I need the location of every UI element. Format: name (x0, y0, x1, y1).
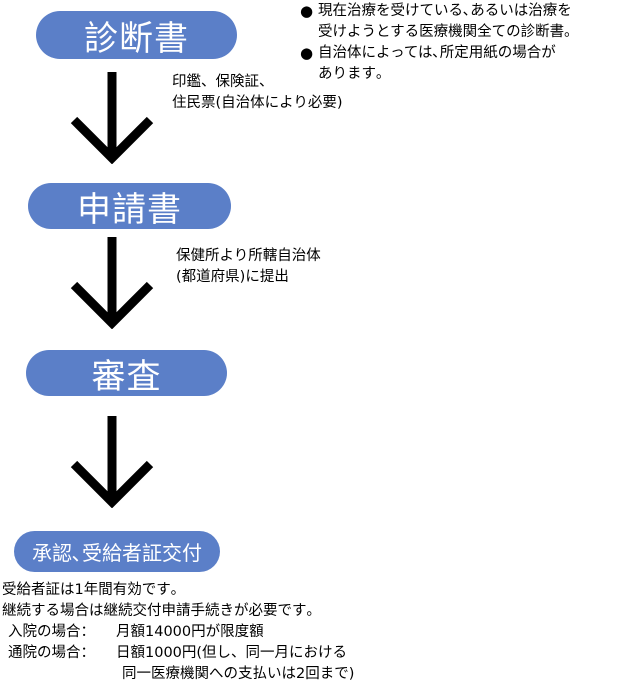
note-line: 住民票(自治体により必要) (172, 95, 343, 111)
inpatient-label: 入院の場合： (8, 624, 95, 640)
bullet-icon: ● (300, 44, 314, 62)
step-label: 審査 (91, 356, 162, 397)
submission-note: 保健所より所轄自治体 (都道府県)に提出 (176, 246, 321, 288)
note-line: 受けようとする医療機関全ての診断書｡ (318, 24, 572, 40)
inpatient-row: 入院の場合： 月額14000円が限度額 (2, 622, 354, 643)
outpatient-label: 通院の場合： (8, 645, 95, 661)
step-pill-application: 申請書 (28, 183, 231, 230)
info-line: 継続する場合は継続交付申請手続きが必要です｡ (2, 603, 314, 619)
note-line: 印鑑、保険証、 (172, 74, 274, 90)
note-line: 自治体によっては､所定用紙の場合が (318, 45, 556, 61)
step-label: 診断書 (84, 18, 189, 59)
bullet-icon: ● (300, 2, 314, 20)
step-pill-review: 審査 (26, 350, 227, 397)
info-line: 受給者証は1年間有効です｡ (2, 582, 178, 598)
certificate-info: 受給者証は1年間有効です｡ 継続する場合は継続交付申請手続きが必要です｡ 入院の… (2, 580, 354, 685)
note-line: あります｡ (318, 66, 384, 82)
inpatient-value: 月額14000円が限度額 (116, 624, 264, 640)
note-item: ● 自治体によっては､所定用紙の場合が あります｡ (300, 43, 572, 85)
note-line: 現在治療を受けている､あるいは治療を (318, 3, 572, 19)
outpatient-value: 日額1000円(但し、同一月における (116, 645, 348, 661)
step-label: 申請書 (77, 189, 182, 230)
outpatient-row: 通院の場合： 日額1000円(但し、同一月における (2, 643, 354, 664)
down-arrow-icon (70, 237, 154, 329)
down-arrow-icon (70, 416, 154, 508)
down-arrow-icon (70, 72, 154, 164)
step-pill-approval: 承認､受給者証交付 (14, 531, 220, 572)
note-item: ● 現在治療を受けている､あるいは治療を 受けようとする医療機関全ての診断書｡ (300, 1, 572, 43)
required-documents-note: 印鑑、保険証、 住民票(自治体により必要) (172, 72, 343, 114)
diagnosis-notes: ● 現在治療を受けている､あるいは治療を 受けようとする医療機関全ての診断書｡ … (300, 1, 572, 85)
step-label: 承認､受給者証交付 (32, 541, 202, 565)
note-line: (都道府県)に提出 (176, 269, 289, 285)
note-line: 保健所より所轄自治体 (176, 248, 321, 264)
outpatient-value-cont: 同一医療機関への支払いは2回まで) (122, 666, 355, 682)
step-pill-diagnosis: 診断書 (36, 11, 237, 59)
